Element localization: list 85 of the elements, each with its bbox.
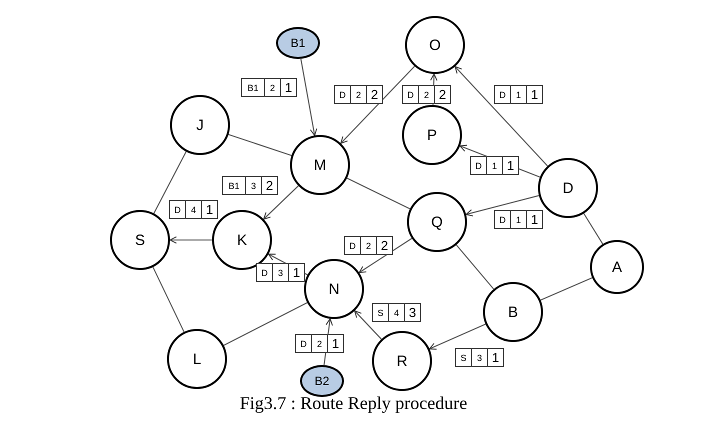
arrow [324, 318, 333, 366]
table-cell: 2 [418, 85, 435, 104]
table-cell: 1 [486, 156, 503, 175]
link-line [456, 244, 494, 290]
node-label: J [196, 116, 204, 134]
table-cell: D [344, 236, 361, 255]
table-cell: 2 [434, 85, 451, 104]
arrow [340, 66, 415, 144]
table-cell: 3 [272, 263, 289, 282]
figure-caption: Fig3.7 : Route Reply procedure [238, 393, 468, 414]
node-circle [405, 16, 465, 74]
arrow [170, 236, 212, 244]
table-cell: B1 [222, 176, 246, 195]
table-cell: 1 [280, 78, 297, 97]
arrow [263, 185, 299, 220]
node-label: Q [431, 214, 443, 230]
arrow [466, 195, 540, 216]
node-label: A [612, 258, 622, 276]
node-label: S [134, 232, 145, 248]
node-label: M [314, 156, 326, 174]
table-cell: D [169, 200, 186, 219]
node-label: R [396, 352, 408, 370]
table-cell: D [494, 210, 511, 229]
source-node-ellipse [300, 365, 344, 397]
node-circle [538, 158, 598, 218]
table-cell: D [256, 263, 273, 282]
arrow [300, 58, 318, 136]
node-label: L [192, 350, 202, 368]
arrow [459, 144, 540, 178]
table-cell: 2 [366, 85, 383, 104]
table-cell: 1 [526, 210, 543, 229]
table-cell: B1 [241, 78, 265, 97]
link-line [346, 178, 410, 210]
table-cell: 4 [388, 303, 405, 322]
node-label: D [562, 180, 574, 196]
table-cell: 1 [510, 85, 527, 104]
arrow [358, 238, 412, 274]
table-cell: D [470, 156, 487, 175]
node-label: K [236, 232, 247, 248]
node-circle [290, 135, 350, 195]
table-cell: 2 [350, 85, 367, 104]
arrow [430, 74, 438, 106]
node-circle [372, 331, 432, 391]
node-circle [110, 210, 170, 270]
source-node-ellipse [276, 27, 320, 59]
table-cell: 2 [376, 236, 393, 255]
arrow [268, 254, 308, 276]
table-cell: 1 [288, 263, 305, 282]
table-cell: 3 [245, 176, 262, 195]
node-label: P [426, 126, 437, 144]
table-cell: 1 [201, 200, 218, 219]
table-cell: 1 [327, 334, 344, 353]
link-line [223, 302, 308, 346]
table-cell: D [402, 85, 419, 104]
node-label: B1 [290, 36, 306, 50]
link-line [153, 151, 187, 214]
node-label: O [429, 36, 441, 54]
table-cell: 1 [510, 210, 527, 229]
table-cell: 3 [471, 348, 488, 367]
node-label: B2 [314, 374, 330, 388]
table-cell: 1 [526, 85, 543, 104]
node-label: N [328, 280, 340, 298]
node-circle [590, 240, 644, 294]
table-cell: D [494, 85, 511, 104]
link-line [583, 213, 604, 244]
table-cell: 4 [185, 200, 202, 219]
table-cell: 2 [311, 334, 328, 353]
table-cell: D [295, 334, 312, 353]
table-cell: S [455, 348, 472, 367]
arrow [428, 324, 486, 350]
node-label: B [508, 304, 518, 320]
arrow [454, 66, 548, 166]
table-cell: 3 [404, 303, 421, 322]
table-cell: 2 [264, 78, 281, 97]
table-cell: 2 [261, 176, 278, 195]
arrow [354, 310, 382, 340]
link-line [540, 277, 592, 301]
table-cell: D [334, 85, 351, 104]
table-cell: 2 [360, 236, 377, 255]
table-cell: 1 [487, 348, 504, 367]
table-cell: 1 [502, 156, 519, 175]
link-line [228, 134, 292, 156]
link-line [152, 266, 185, 332]
table-cell: S [372, 303, 389, 322]
node-circle [304, 259, 364, 319]
